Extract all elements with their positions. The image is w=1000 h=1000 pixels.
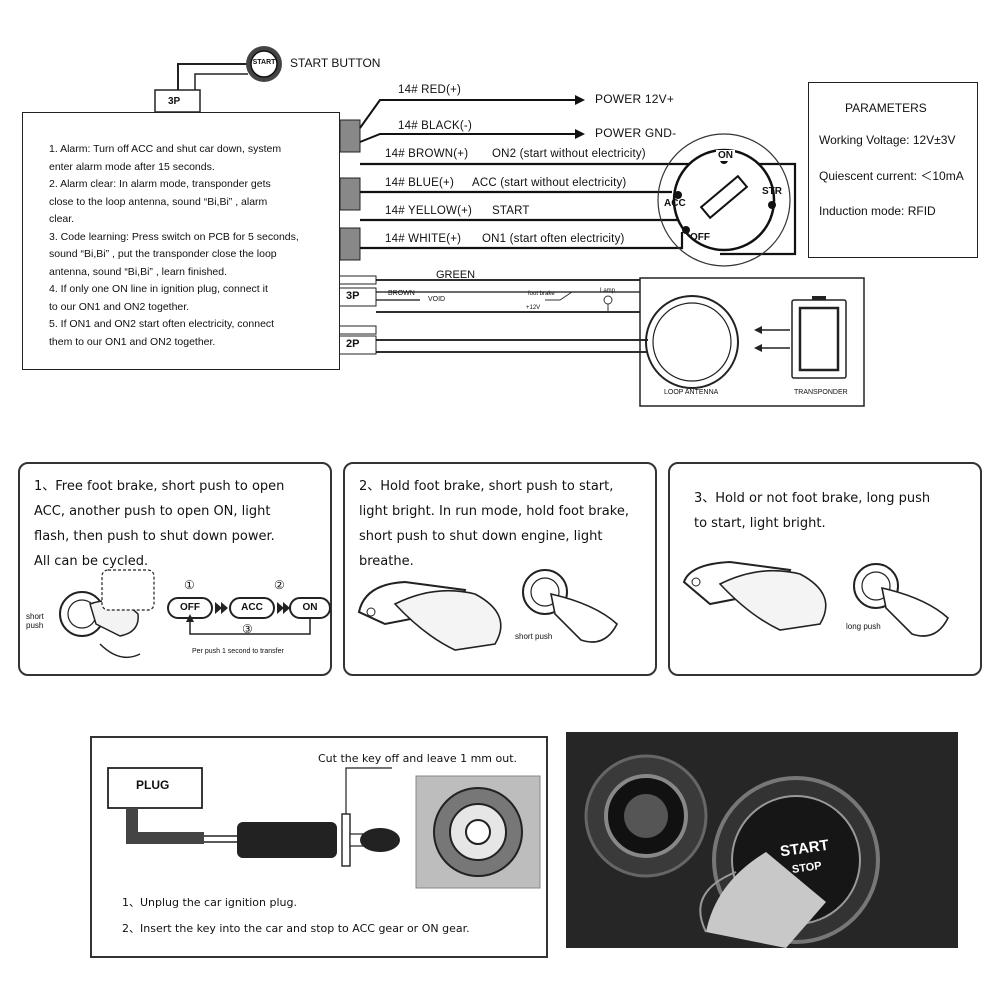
wire-white-label: 14# WHITE(+) bbox=[385, 233, 462, 245]
plus12v-label: +12V bbox=[526, 305, 541, 311]
wire-blue-label: 14# BLUE(+) bbox=[385, 177, 454, 189]
step-2-line: light bright. In run mode, hold foot bra… bbox=[359, 504, 629, 519]
parameters-panel: PARAMETERS Working Voltage: 12V±3V Quies… bbox=[808, 82, 978, 258]
instruction-line: antenna, sound “Bi,Bi” , learn finished. bbox=[49, 265, 228, 278]
step-1-line: ACC, another push to open ON, light bbox=[34, 504, 271, 519]
loop-antenna-label: LOOP ANTENNA bbox=[664, 389, 719, 396]
install-step-1: 1、Unplug the car ignition plug. bbox=[122, 896, 297, 909]
step-2-line: 2、Hold foot brake, short push to start, bbox=[359, 479, 614, 494]
step-2-push-label: short push bbox=[515, 632, 553, 641]
step-num-1: ① bbox=[184, 578, 195, 592]
step-2-line: short push to shut down engine, light bbox=[359, 529, 603, 544]
wire-blue-dest: ACC (start without electricity) bbox=[472, 177, 627, 189]
wire-brown-dest: ON2 (start without electricity) bbox=[492, 148, 646, 160]
wire-white-dest: ON1 (start often electricity) bbox=[482, 233, 625, 245]
step-num-2: ② bbox=[274, 578, 285, 592]
step-2-panel: 2、Hold foot brake, short push to start, … bbox=[343, 462, 657, 676]
start-button-cap: START bbox=[252, 59, 276, 66]
connector-bottom-label: 2P bbox=[346, 338, 360, 350]
step-2-line: breathe. bbox=[359, 554, 414, 569]
connector-top-label: 3P bbox=[168, 96, 181, 107]
wire-brown-label: 14# BROWN(+) bbox=[385, 148, 469, 160]
parameters-title: PARAMETERS bbox=[845, 101, 927, 115]
step-3-line: to start, light bright. bbox=[694, 516, 826, 531]
cut-note: Cut the key off and leave 1 mm out. bbox=[318, 752, 518, 765]
step-num-3: ③ bbox=[242, 622, 253, 636]
instruction-line: 1. Alarm: Turn off ACC and shut car down… bbox=[49, 143, 282, 155]
transponder-label: TRANSPONDER bbox=[794, 389, 848, 396]
install-panel: PLUG Cut the key off and leave 1 mm out.… bbox=[90, 736, 548, 958]
step-1-line: All can be cycled. bbox=[34, 554, 149, 569]
step-1-illustration bbox=[59, 569, 331, 659]
wire-red-label: 14# RED(+) bbox=[398, 84, 462, 96]
ignition-acc-label: ACC bbox=[664, 198, 686, 209]
instruction-line: sound “Bi,Bi” , put the transponder clos… bbox=[49, 248, 277, 260]
step-1-push-label: short push bbox=[26, 612, 44, 630]
param-mode: Induction mode: RFID bbox=[819, 204, 936, 218]
wire-yellow-dest: START bbox=[492, 205, 530, 217]
ignition-str-label: STR bbox=[762, 186, 782, 197]
wire-black-label: 14# BLACK(-) bbox=[398, 120, 472, 132]
green-wire-label: GREEN bbox=[436, 269, 476, 281]
start-button-label: START BUTTON bbox=[290, 56, 381, 70]
step-3-panel: 3、Hold or not foot brake, long push to s… bbox=[668, 462, 982, 676]
instruction-line: to our ON1 and ON2 together. bbox=[49, 300, 190, 313]
step-1-caption: Per push 1 second to transfer bbox=[192, 648, 284, 655]
instruction-line: 3. Code learning: Press switch on PCB fo… bbox=[49, 230, 299, 243]
param-voltage: Working Voltage: 12V±3V bbox=[819, 133, 956, 147]
step-3-illustration bbox=[682, 560, 949, 637]
connector-mid-label: 3P bbox=[346, 290, 360, 302]
wire-yellow-label: 14# YELLOW(+) bbox=[385, 205, 473, 217]
step-1-line: 1、Free foot brake, short push to open bbox=[34, 479, 285, 494]
step-3-line: 3、Hold or not foot brake, long push bbox=[694, 491, 931, 506]
brown-wire-label: BROWN bbox=[388, 290, 415, 297]
start-stop-photo: START STOP bbox=[566, 732, 958, 948]
instruction-line: them to our ON1 and ON2 together. bbox=[49, 335, 216, 348]
state-acc: ACC bbox=[241, 602, 263, 613]
instruction-line: enter alarm mode after 15 seconds. bbox=[49, 160, 215, 173]
step-2-illustration bbox=[357, 569, 618, 651]
step-3-push-label: long push bbox=[846, 622, 881, 631]
install-step-2: 2、Insert the key into the car and stop t… bbox=[122, 922, 470, 935]
ignition-off-label: OFF bbox=[690, 232, 710, 243]
install-illustration bbox=[107, 767, 541, 889]
wire-red-dest: POWER 12V+ bbox=[595, 92, 675, 106]
instruction-line: close to the loop antenna, sound “Bi,Bi”… bbox=[49, 195, 268, 208]
instruction-line: clear. bbox=[49, 213, 75, 225]
plug-label: PLUG bbox=[136, 778, 170, 792]
param-current: Quiescent current: ＜10mA bbox=[819, 169, 964, 183]
step-1-line: flash, then push to shut down power. bbox=[34, 529, 275, 544]
void-label: VOID bbox=[428, 296, 446, 303]
instruction-line: 4. If only one ON line in ignition plug,… bbox=[49, 283, 268, 295]
instructions-panel: 1. Alarm: Turn off ACC and shut car down… bbox=[22, 112, 340, 370]
instruction-line: 2. Alarm clear: In alarm mode, transpond… bbox=[49, 178, 271, 190]
foot-brake-label: foot brake bbox=[528, 291, 555, 297]
photo-illustration bbox=[566, 732, 958, 948]
step-1-panel: 1、Free foot brake, short push to open AC… bbox=[18, 462, 332, 676]
lamp-label: Lamp bbox=[600, 288, 616, 294]
wire-black-dest: POWER GND- bbox=[595, 126, 677, 140]
state-on: ON bbox=[302, 602, 318, 613]
state-off: OFF bbox=[180, 602, 200, 613]
instruction-line: 5. If ON1 and ON2 start often electricit… bbox=[49, 318, 275, 330]
ignition-on-label: ON bbox=[716, 150, 735, 161]
